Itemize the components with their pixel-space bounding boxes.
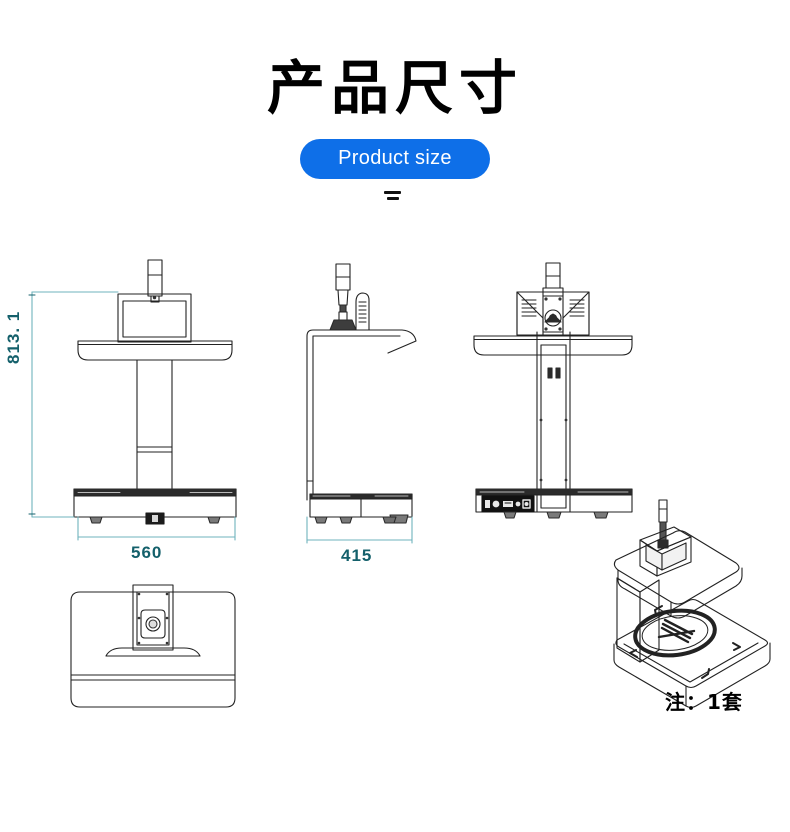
iso-sensor-tower <box>657 499 669 549</box>
iso-platform-corner-marks <box>629 605 741 679</box>
rear-base-plate <box>475 488 633 513</box>
front-worktop-shelf <box>77 340 233 361</box>
divider-bar-top <box>384 190 401 194</box>
product-size-badge: Product size <box>300 138 490 179</box>
side-leveling-feet <box>314 514 409 524</box>
front-sensor-tower <box>147 259 163 303</box>
rear-monitor-bracket <box>516 291 590 336</box>
dimension-label-depth: 415 <box>341 546 373 565</box>
dimension-depth-415 <box>306 516 413 544</box>
rear-sensor-tower <box>542 262 564 297</box>
divider-mark-icon <box>384 189 406 202</box>
rear-leveling-feet <box>503 511 609 519</box>
side-worktop-and-body <box>306 329 417 501</box>
side-display-monitor <box>355 292 370 331</box>
dimension-width-560 <box>77 516 236 541</box>
divider-bar-bottom <box>387 196 399 200</box>
rear-worktop-shelf <box>473 335 633 356</box>
iso-view <box>613 499 771 709</box>
dimension-height-813 <box>28 291 119 518</box>
dimension-label-width: 560 <box>131 543 163 562</box>
iso-display-monitor <box>639 526 692 577</box>
page-header: 产品尺寸 Product size <box>0 0 790 202</box>
front-base-plate <box>73 488 237 518</box>
rear-view <box>473 262 633 519</box>
page-title: 产品尺寸 <box>266 54 523 122</box>
dimension-label-height: 813. 1 <box>4 310 23 364</box>
badge-container: Product size <box>0 138 790 179</box>
quantity-note: 注：1套 <box>665 690 743 714</box>
front-display-monitor <box>117 293 192 343</box>
front-leveling-feet <box>89 512 221 525</box>
iso-worktop-shelf <box>613 530 743 619</box>
front-center-column <box>136 359 173 493</box>
rear-io-port-panel <box>481 495 535 513</box>
top-view <box>70 584 236 708</box>
iso-column <box>616 577 660 663</box>
side-view <box>306 263 417 544</box>
side-sensor-tower <box>329 263 357 331</box>
iso-ring-target <box>633 608 717 658</box>
rear-center-column <box>536 331 571 513</box>
top-column-hub <box>132 584 174 651</box>
side-base-plate <box>309 493 413 518</box>
front-view <box>28 259 237 541</box>
